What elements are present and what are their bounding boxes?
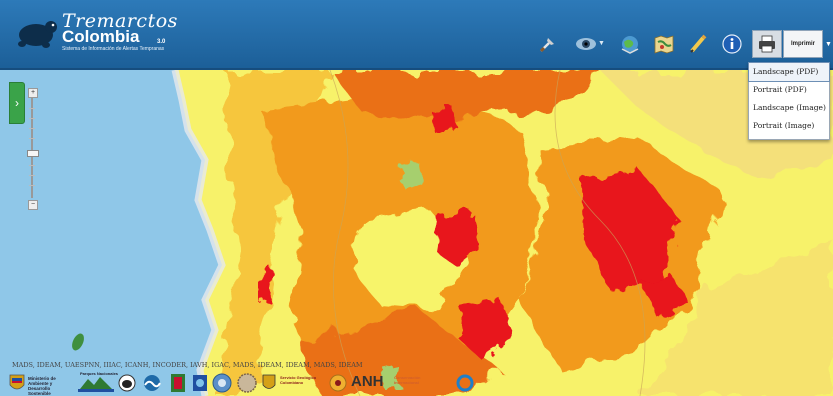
risk-critical-west bbox=[258, 266, 272, 306]
admin-boundary bbox=[329, 70, 361, 396]
ministerio-logo: Ministerio de Ambiente y Desarrollo Sost… bbox=[28, 376, 56, 396]
ring-logo-icon bbox=[456, 374, 474, 392]
app-logo[interactable]: Tremarctos Colombia Sistema de Informaci… bbox=[14, 8, 177, 58]
admin-boundary-east bbox=[554, 70, 646, 396]
risk-critical-north bbox=[430, 104, 458, 134]
forest-patch-south bbox=[380, 366, 402, 390]
zoom-tick bbox=[29, 118, 35, 119]
map-icon[interactable] bbox=[652, 32, 676, 56]
app-subtitle: Sistema de Información de Alertas Tempra… bbox=[62, 46, 165, 52]
ideam-logo-icon bbox=[193, 375, 207, 391]
igac-logo-icon bbox=[212, 373, 232, 393]
zoom-tick bbox=[29, 138, 35, 139]
header-bar: Tremarctos Colombia Sistema de Informaci… bbox=[0, 0, 833, 70]
eye-icon[interactable] bbox=[574, 32, 598, 56]
institute-logo-icon bbox=[171, 374, 185, 392]
zoom-tick bbox=[29, 128, 35, 129]
servicio-geologico-logo: Servicio Geológico Colombiano bbox=[280, 375, 317, 385]
risk-critical-east bbox=[580, 170, 680, 290]
print-format-menu: Landscape (PDF) Portrait (PDF) Landscape… bbox=[748, 62, 830, 140]
gear-seal-icon bbox=[237, 373, 257, 393]
parques-logo bbox=[78, 377, 114, 392]
map-canvas[interactable] bbox=[0, 70, 833, 396]
sun-logo-icon bbox=[329, 374, 347, 392]
risk-veryhigh-south bbox=[300, 310, 500, 396]
forest-patch bbox=[400, 162, 422, 188]
menu-item-portrait-image[interactable]: Portrait (Image) bbox=[753, 121, 815, 130]
menu-item-landscape-pdf[interactable]: Landscape (PDF) bbox=[748, 62, 830, 82]
menu-item-portrait-pdf[interactable]: Portrait (PDF) bbox=[753, 85, 807, 94]
version-badge: 3.0 bbox=[157, 39, 166, 45]
risk-critical-southeast bbox=[640, 275, 690, 320]
zoom-slider-thumb[interactable] bbox=[27, 150, 39, 157]
zoom-tick bbox=[29, 108, 35, 109]
zoom-tick bbox=[29, 185, 35, 186]
conservacion-logo: Conservación Internacional bbox=[394, 375, 421, 385]
map-attribution: MADS, IDEAM, UAESPNN, IIIAC, ICANH, INCO… bbox=[12, 361, 363, 369]
zoom-out-button[interactable]: − bbox=[28, 200, 38, 210]
print-button[interactable]: Imprimir bbox=[783, 30, 823, 58]
side-panel-toggle-chevron-icon[interactable]: › bbox=[9, 82, 25, 124]
zoom-in-button[interactable]: + bbox=[28, 88, 38, 98]
risk-critical-south bbox=[458, 298, 512, 360]
colombia-seal-icon bbox=[9, 374, 25, 390]
zoom-tick bbox=[29, 175, 35, 176]
pencil-measure-icon[interactable] bbox=[686, 32, 710, 56]
island bbox=[72, 333, 84, 351]
risk-low-southeast bbox=[640, 240, 833, 396]
coastline bbox=[171, 70, 226, 396]
chevron-down-icon[interactable]: ▼ bbox=[598, 40, 605, 47]
parques-logo-label: Parques Nacionales bbox=[80, 371, 119, 376]
print-dropdown-chevron-icon[interactable]: ▼ bbox=[825, 40, 832, 48]
shield-icon bbox=[262, 374, 276, 389]
partner-logos-bar: Ministerio de Ambiente y Desarrollo Sost… bbox=[8, 371, 478, 396]
printer-icon[interactable] bbox=[752, 30, 782, 58]
tools-icon[interactable] bbox=[536, 32, 560, 56]
risk-medium-west bbox=[215, 70, 330, 396]
map-layer bbox=[0, 70, 833, 396]
info-icon[interactable] bbox=[720, 32, 744, 56]
anh-logo: ANH bbox=[351, 373, 384, 390]
risk-critical-central bbox=[435, 210, 480, 265]
print-control: Imprimir ▼ bbox=[752, 30, 832, 58]
risk-high-north bbox=[330, 70, 600, 120]
wave-logo-icon bbox=[144, 375, 161, 391]
menu-item-landscape-image[interactable]: Landscape (Image) bbox=[753, 103, 826, 112]
globe-layers-icon[interactable] bbox=[618, 32, 642, 56]
bear-emblem-icon bbox=[118, 374, 136, 392]
zoom-tick bbox=[29, 165, 35, 166]
app-title: Colombia bbox=[62, 27, 140, 46]
bear-logo-icon bbox=[18, 21, 57, 48]
zoom-slider-track[interactable] bbox=[31, 98, 33, 198]
app-title-script: Tremarctos bbox=[62, 10, 178, 32]
